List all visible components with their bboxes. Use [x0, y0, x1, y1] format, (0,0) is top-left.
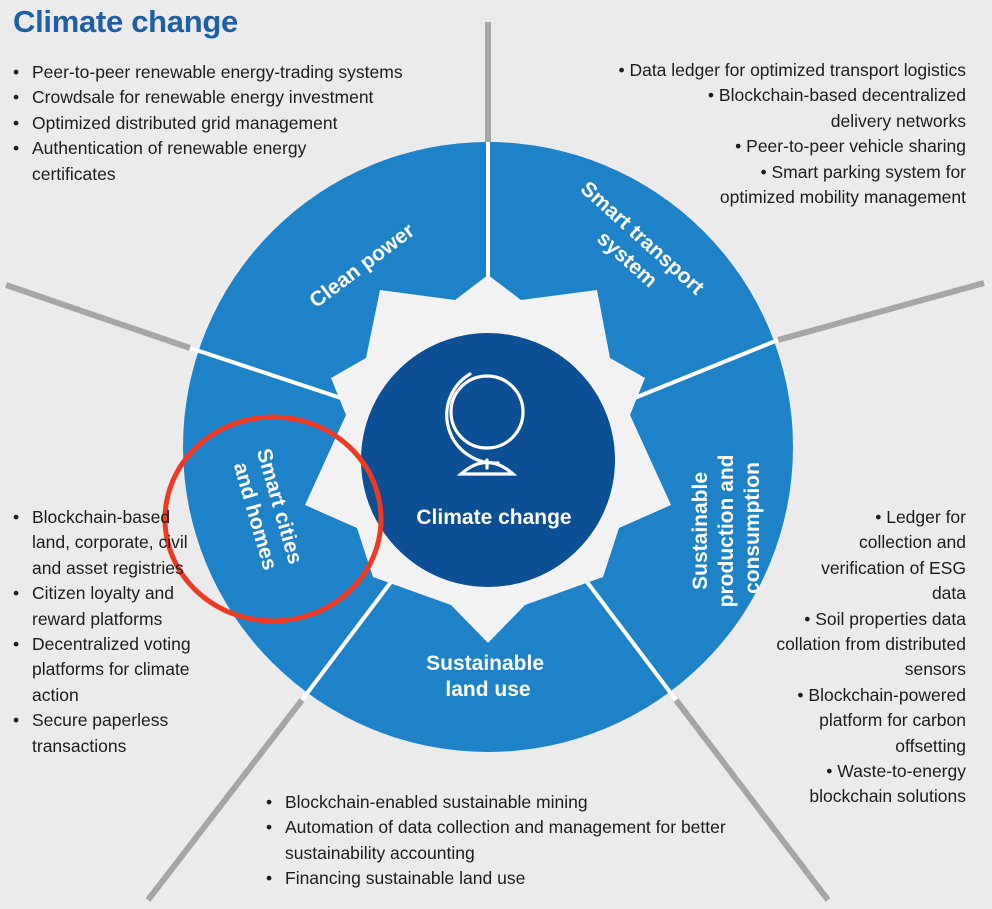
spoke-bottom-left — [145, 698, 305, 902]
list-item: Crowdsale for renewable energy investmen… — [13, 85, 483, 110]
globe-icon — [445, 372, 525, 476]
list-item: Peer-to-peer vehicle sharing — [526, 134, 966, 159]
list-item: Financing sustainable land use — [266, 866, 746, 891]
sustainable-land-use-bullet-list: Blockchain-enabled sustainable mining Au… — [266, 790, 746, 892]
divider-left — [189, 346, 345, 401]
list-item: Smart parking system for optimized mobil… — [716, 160, 966, 211]
sustainable-production-bullet-list: Ledger for collection and verification o… — [751, 505, 966, 810]
list-item: Blockchain-enabled sustainable mining — [266, 790, 746, 815]
list-item: Data ledger for optimized transport logi… — [526, 58, 966, 83]
list-item: Secure paperless transactions — [13, 708, 228, 759]
list-item: Soil properties data collation from dist… — [751, 607, 966, 683]
list-item: Blockchain-powered platform for carbon o… — [751, 683, 966, 759]
list-item: Peer-to-peer renewable energy-trading sy… — [13, 60, 483, 85]
list-item: Authentication of renewable energy certi… — [13, 136, 387, 187]
list-item: Decentralized voting platforms for clima… — [13, 632, 228, 708]
smart-cities-bullet-list: Blockchain-based land, corporate, civil … — [13, 505, 228, 759]
list-item: Waste-to-energy blockchain solutions — [751, 759, 966, 810]
page-title: Climate change — [13, 4, 238, 39]
segment-label-sustainable-land-use: Sustainable land use — [426, 652, 550, 701]
center-label: Climate change — [416, 506, 571, 529]
list-item: Automation of data collection and manage… — [266, 815, 755, 866]
segment-label-sustainable-production: Sustainable production and consumption — [689, 449, 764, 608]
list-item: Citizen loyalty and reward platforms — [13, 581, 228, 632]
smart-transport-bullet-list: Data ledger for optimized transport logi… — [526, 58, 966, 210]
divider-right — [631, 338, 779, 401]
clean-power-bullet-list: Peer-to-peer renewable energy-trading sy… — [13, 60, 483, 187]
divider-bottom-right — [576, 568, 678, 702]
spoke-left — [5, 282, 191, 351]
list-item: Optimized distributed grid management — [13, 111, 483, 136]
list-item: Blockchain-based decentralized delivery … — [686, 83, 966, 134]
list-item: Blockchain-based land, corporate, civil … — [13, 505, 192, 581]
divider-bottom-left — [300, 568, 402, 702]
list-item: Ledger for collection and verification o… — [806, 505, 966, 607]
spoke-right — [777, 280, 985, 343]
